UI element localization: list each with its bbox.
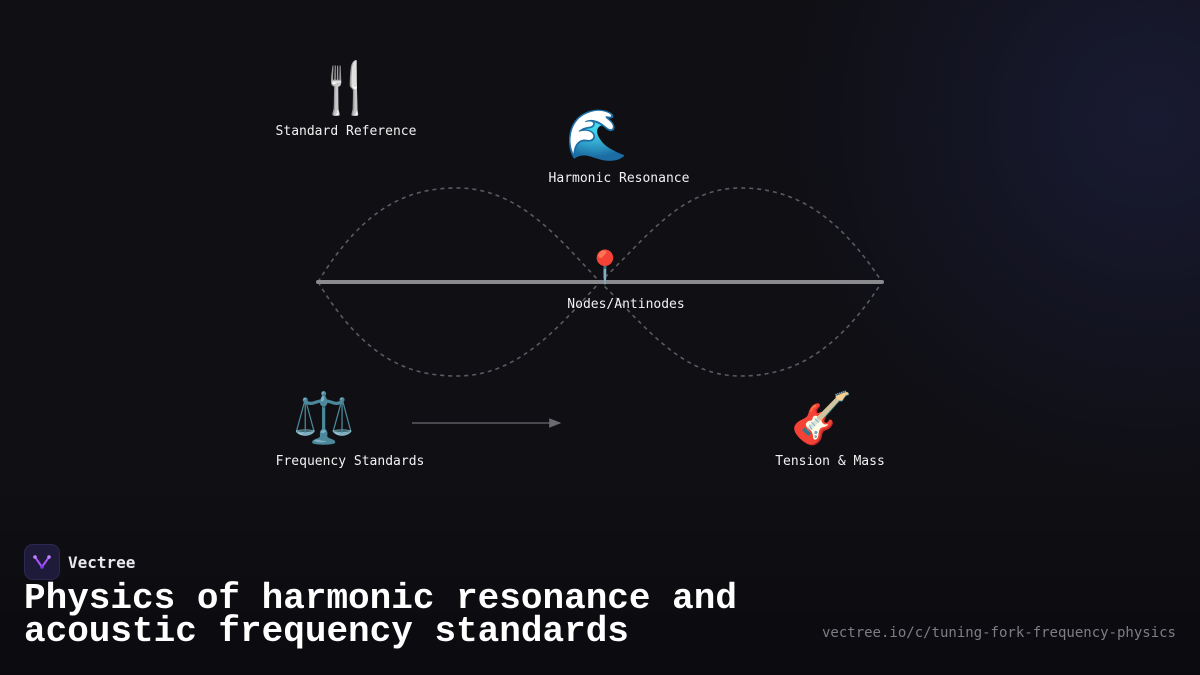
node-standard-reference: 🍴 Standard Reference [266, 58, 426, 139]
node-harmonic-resonance: 🌊 Harmonic Resonance [539, 105, 699, 186]
vectree-logo-icon [24, 544, 60, 580]
node-label: Frequency Standards [275, 454, 425, 469]
brand-name: Vectree [68, 552, 136, 572]
node-tension-mass: 🎸 Tension & Mass [750, 388, 910, 469]
round-pushpin-icon: 📍 [585, 248, 625, 286]
page-title: Physics of harmonic resonance and acoust… [24, 578, 737, 652]
node-label: Nodes/Antinodes [567, 297, 685, 312]
water-wave-icon: 🌊 [565, 106, 629, 164]
balance-scale-icon: ⚖️ [292, 389, 356, 447]
fork-and-knife-icon: 🍴 [314, 59, 378, 117]
brand: Vectree [24, 544, 135, 580]
node-nodes-antinodes: 📍 Nodes/Antinodes [546, 245, 706, 312]
node-label: Standard Reference [275, 124, 417, 139]
node-label: Tension & Mass [775, 454, 885, 469]
node-label: Harmonic Resonance [548, 171, 690, 186]
source-url: vectree.io/c/tuning-fork-frequency-physi… [821, 625, 1176, 641]
node-frequency-standards: ⚖️ Frequency Standards [270, 388, 430, 469]
guitar-icon: 🎸 [790, 389, 854, 447]
